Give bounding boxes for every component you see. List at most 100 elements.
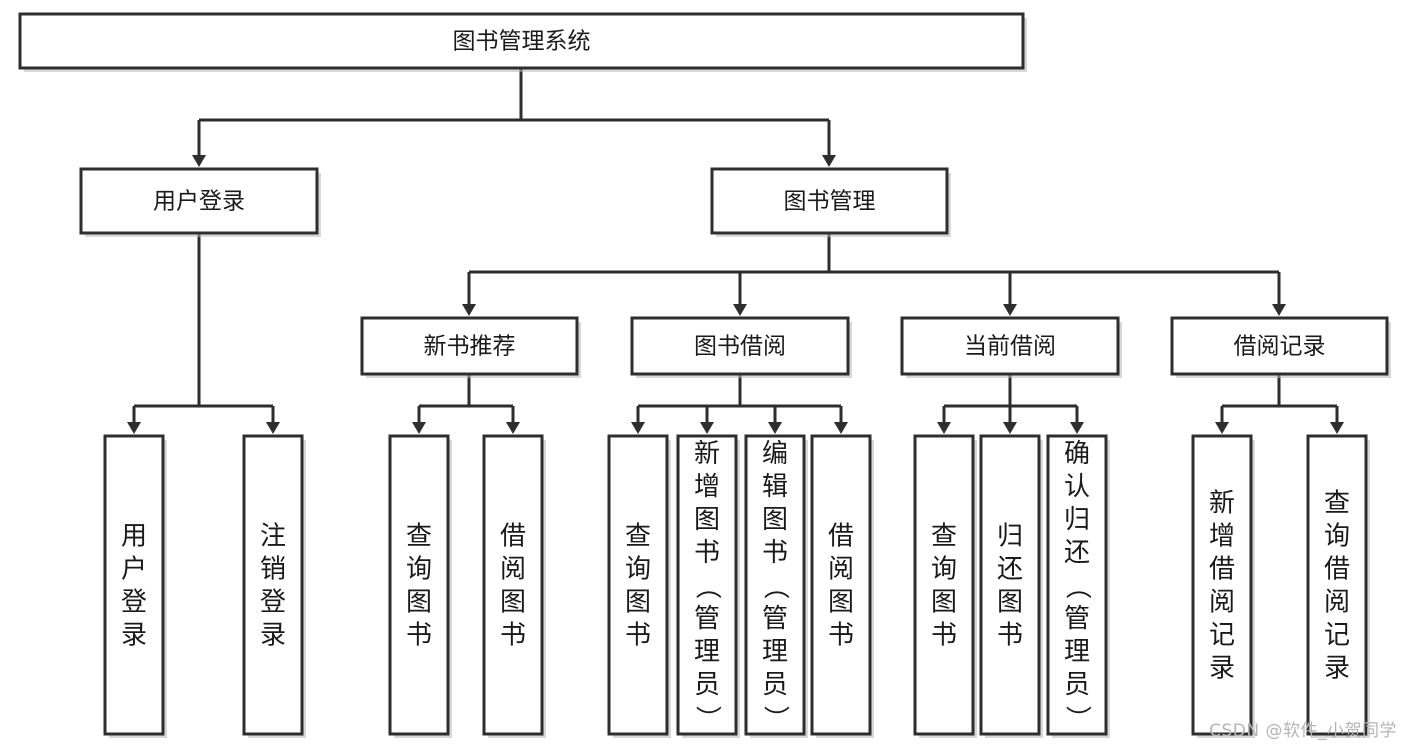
node-new-book-recommend[interactable]: 新书推荐 (360, 316, 581, 378)
svg-text:图: 图 (931, 588, 957, 618)
svg-text:新: 新 (1209, 489, 1235, 519)
node-layer: 图书管理系统用户登录图书管理新书推荐图书借阅当前借阅借阅记录用户登录注销登录查询… (18, 12, 1391, 738)
svg-text:归: 归 (997, 522, 1023, 552)
leaf-label-leaf-user-login: 用户登录 (121, 522, 147, 651)
svg-text:询: 询 (931, 555, 957, 585)
svg-text:借: 借 (828, 522, 854, 552)
svg-text:）: ） (692, 705, 722, 731)
svg-text:阅: 阅 (1209, 588, 1235, 618)
svg-text:书: 书 (762, 538, 788, 568)
svg-text:员: 员 (694, 670, 720, 700)
svg-text:询: 询 (1324, 522, 1350, 552)
connector-user-login (127, 233, 280, 434)
svg-text:认: 认 (1064, 472, 1090, 502)
svg-text:图: 图 (406, 588, 432, 618)
leaf-leaf-user-login[interactable]: 用户登录 (103, 434, 167, 738)
svg-text:（: （ (760, 573, 790, 599)
svg-text:图: 图 (828, 588, 854, 618)
node-user-login[interactable]: 用户登录 (79, 167, 321, 237)
svg-text:用: 用 (121, 522, 147, 552)
svg-text:登: 登 (260, 588, 286, 618)
svg-text:查: 查 (406, 522, 432, 552)
svg-text:管: 管 (762, 604, 788, 634)
svg-text:书: 书 (997, 621, 1023, 651)
svg-text:图: 图 (694, 505, 720, 535)
svg-text:图: 图 (500, 588, 526, 618)
svg-text:员: 员 (762, 670, 788, 700)
node-label-borrow-record: 借阅记录 (1234, 334, 1326, 360)
svg-text:还: 还 (997, 555, 1023, 585)
svg-text:查: 查 (625, 522, 651, 552)
svg-text:管: 管 (694, 604, 720, 634)
svg-text:书: 书 (931, 621, 957, 651)
svg-text:录: 录 (121, 621, 147, 651)
connector-current-borrow (937, 374, 1084, 434)
svg-text:图: 图 (762, 505, 788, 535)
svg-text:书: 书 (828, 621, 854, 651)
svg-text:录: 录 (1209, 654, 1235, 684)
node-label-book-borrow: 图书借阅 (694, 334, 786, 360)
node-label-current-borrow: 当前借阅 (964, 334, 1056, 360)
node-label-book-management: 图书管理 (784, 189, 876, 215)
svg-text:书: 书 (625, 621, 651, 651)
connector-root (192, 68, 836, 167)
svg-text:增: 增 (694, 472, 720, 502)
svg-text:（: （ (1062, 573, 1092, 599)
svg-text:）: ） (760, 705, 790, 731)
svg-text:还: 还 (1064, 538, 1090, 568)
node-borrow-record[interactable]: 借阅记录 (1170, 316, 1391, 378)
svg-text:录: 录 (1324, 654, 1350, 684)
svg-text:（: （ (692, 573, 722, 599)
watermark-text: CSDN @软件_小贺同学 (1209, 721, 1397, 741)
node-book-management[interactable]: 图书管理 (710, 167, 951, 237)
svg-text:借: 借 (500, 522, 526, 552)
svg-text:阅: 阅 (828, 555, 854, 585)
svg-text:户: 户 (121, 555, 147, 585)
svg-text:查: 查 (1324, 489, 1350, 519)
svg-text:记: 记 (1324, 621, 1350, 651)
svg-text:询: 询 (625, 555, 651, 585)
svg-text:销: 销 (260, 555, 286, 585)
svg-text:录: 录 (260, 621, 286, 651)
svg-text:阅: 阅 (500, 555, 526, 585)
svg-text:员: 员 (1064, 670, 1090, 700)
svg-text:理: 理 (1064, 637, 1090, 667)
svg-text:注: 注 (260, 522, 286, 552)
node-root[interactable]: 图书管理系统 (18, 12, 1027, 72)
svg-text:登: 登 (121, 588, 147, 618)
svg-text:图: 图 (997, 588, 1023, 618)
connector-book-management (462, 233, 1286, 316)
svg-text:阅: 阅 (1324, 588, 1350, 618)
connector-new-book-recommend (412, 374, 520, 434)
svg-text:新: 新 (694, 439, 720, 469)
svg-text:借: 借 (1209, 555, 1235, 585)
svg-text:借: 借 (1324, 555, 1350, 585)
node-book-borrow[interactable]: 图书借阅 (630, 316, 852, 378)
node-current-borrow[interactable]: 当前借阅 (900, 316, 1122, 378)
svg-text:理: 理 (694, 637, 720, 667)
svg-text:询: 询 (406, 555, 432, 585)
